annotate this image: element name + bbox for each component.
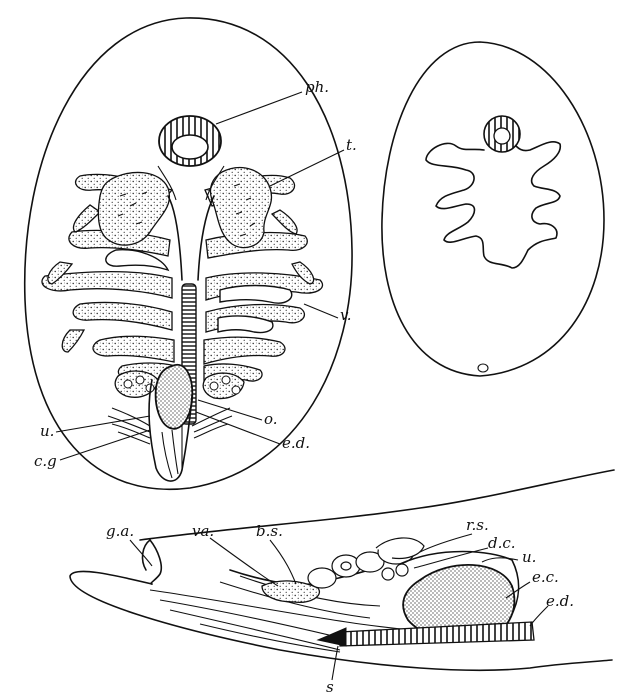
label-ejaculatory-duct-sagittal: e.d. bbox=[546, 592, 575, 610]
label-testis: t. bbox=[346, 136, 357, 154]
label-pharynx: ph. bbox=[305, 78, 330, 96]
egg-capsule bbox=[154, 363, 194, 430]
label-ejaculatory-duct: e.d. bbox=[282, 434, 311, 452]
dorsal-view bbox=[23, 17, 353, 491]
sagittal-body-outline bbox=[69, 469, 615, 672]
label-cement-glands: c.g bbox=[34, 452, 57, 470]
gut-outline bbox=[425, 141, 562, 269]
receptaculum bbox=[307, 537, 425, 589]
stylet bbox=[316, 627, 347, 647]
label-vitellaria: v. bbox=[340, 306, 352, 324]
testis-left bbox=[97, 171, 171, 246]
testis-right bbox=[209, 167, 273, 249]
label-stylet: s bbox=[326, 678, 334, 696]
label-uterus: u. bbox=[40, 422, 55, 440]
label-vagina: va. bbox=[192, 522, 215, 540]
label-receptaculum: r.s. bbox=[466, 516, 489, 534]
ventral-view bbox=[381, 41, 605, 377]
label-uterus-sagittal: u. bbox=[522, 548, 537, 566]
label-ovary: o. bbox=[264, 410, 278, 428]
pharynx bbox=[158, 115, 222, 167]
label-genital-atrium: g.a. bbox=[106, 522, 135, 540]
label-duct: d.c. bbox=[488, 534, 516, 552]
label-bursa: b.s. bbox=[256, 522, 283, 540]
sagittal-view bbox=[69, 469, 615, 681]
label-egg-capsule: e.c. bbox=[532, 568, 559, 586]
pharynx-small bbox=[483, 115, 521, 153]
body-outline-large bbox=[23, 17, 353, 491]
body-outline-small bbox=[381, 41, 605, 377]
cement-glands bbox=[107, 407, 233, 445]
